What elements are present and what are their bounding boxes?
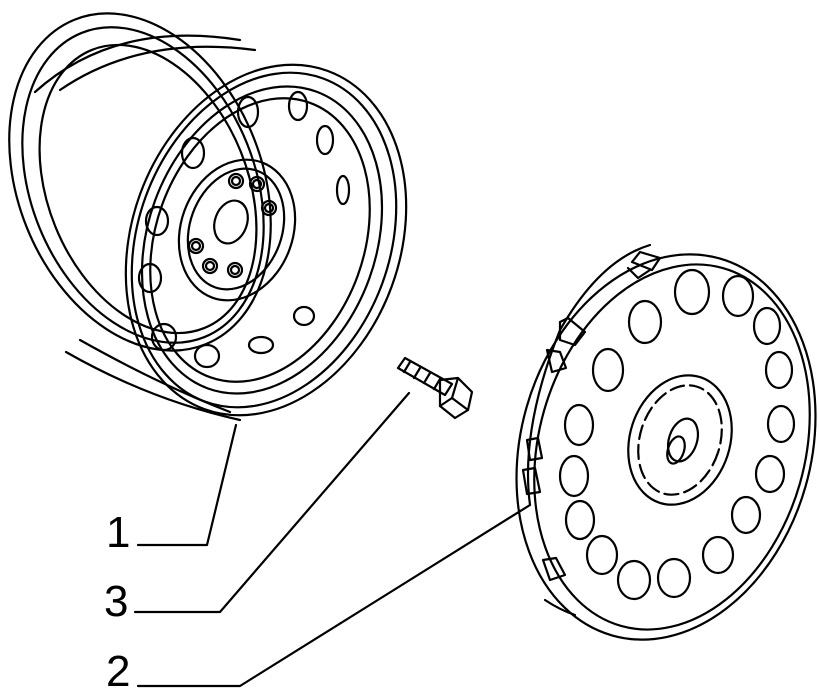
steel-wheel-rim [8,12,408,422]
wheel-cover [515,243,817,641]
leader-line-3 [133,391,411,614]
leader-line-1 [136,423,238,547]
callout-3: 3 [104,577,129,626]
wheel-bolt [396,356,474,420]
callout-1: 1 [106,508,131,557]
leader-line-2 [136,503,532,688]
callout-2: 2 [106,647,131,696]
